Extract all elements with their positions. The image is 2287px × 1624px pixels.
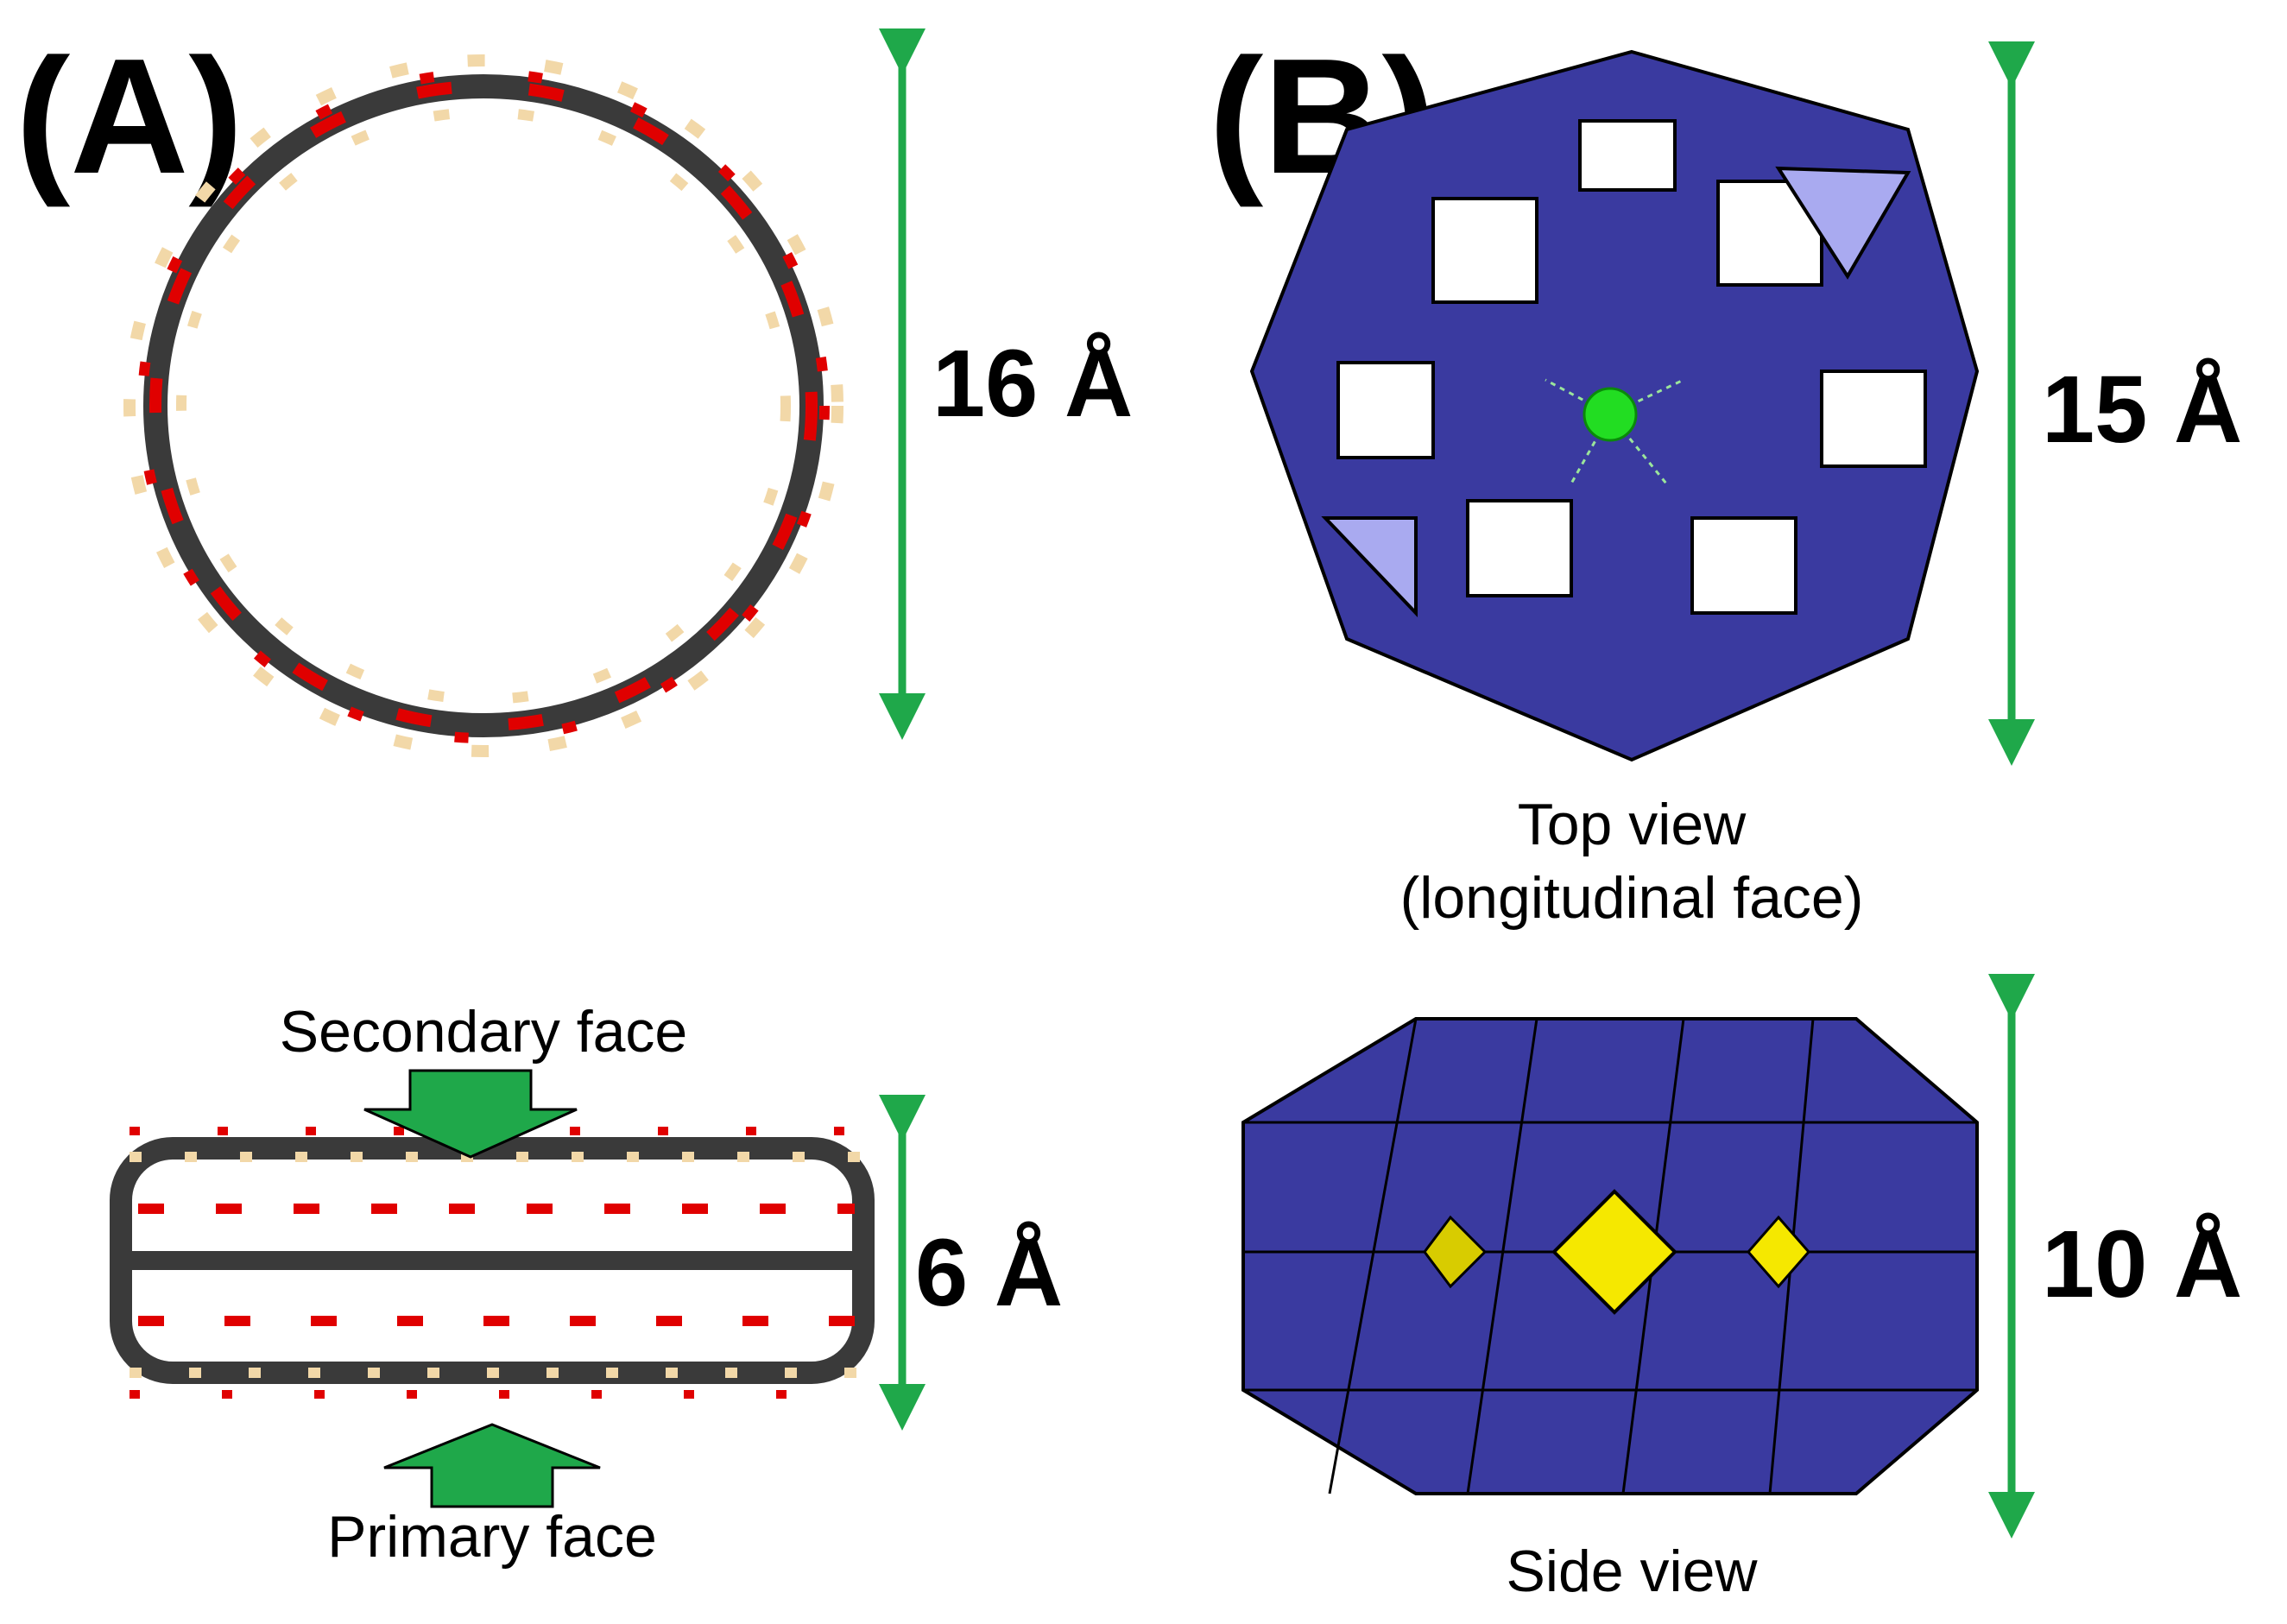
top-view-caption-line2: (longitudinal face) (1399, 865, 1864, 931)
central-atom (1583, 387, 1638, 442)
primary-face-label: Primary face (327, 1504, 657, 1570)
cyclodextrin-top-view (123, 54, 843, 757)
top-view-caption-line1: Top view (1517, 792, 1747, 857)
panel-b-top-dimension: 15 Å (2042, 357, 2243, 463)
up-arrow-icon (383, 1423, 601, 1508)
polyoxometalate-side-view (1241, 1017, 1979, 1495)
panel-a-top-dimension: 16 Å (932, 331, 1134, 437)
side-view-caption: Side view (1506, 1539, 1758, 1604)
polyoxometalate-top-view (1249, 49, 1980, 762)
secondary-face-label: Secondary face (279, 999, 688, 1065)
down-arrow-icon (363, 1069, 578, 1159)
panel-a-label: (A) (16, 25, 243, 208)
panel-b-side-dimension: 10 Å (2042, 1211, 2243, 1318)
cyclodextrin-side-view (110, 1127, 875, 1399)
panel-a-side-dimension: 6 Å (915, 1220, 1064, 1326)
